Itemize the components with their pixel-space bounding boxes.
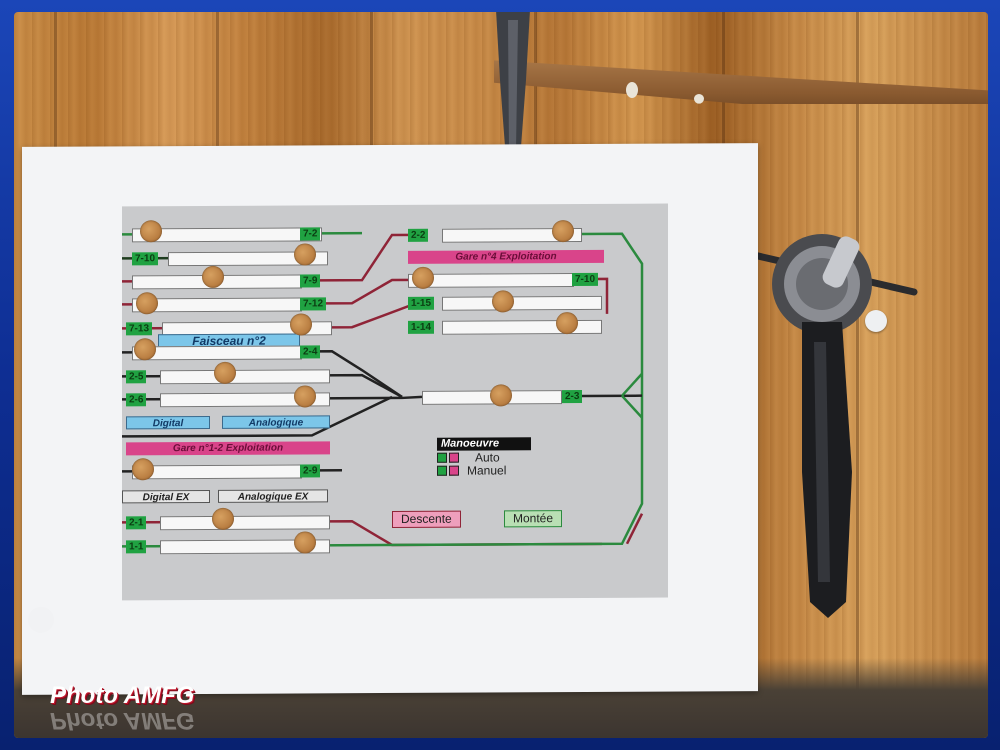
track-label: 7-10 — [132, 252, 159, 266]
drilled-hole — [212, 507, 234, 530]
drilled-hole — [132, 458, 154, 481]
auto-row: Auto — [437, 449, 531, 465]
drilled-hole — [202, 265, 224, 288]
watermark-reflection: Photo AMFG — [50, 707, 195, 734]
analogique-ex-label: Analogique EX — [218, 489, 328, 503]
track-segment — [132, 464, 302, 480]
track-label: 1-14 — [408, 320, 435, 334]
montee-button: Montée — [504, 510, 563, 528]
drilled-hole — [136, 292, 158, 315]
track-label: 7-12 — [300, 297, 327, 311]
track-label: 7-9 — [300, 274, 321, 288]
gare-exploitation-banner: Gare n°4 Exploitation — [408, 249, 604, 264]
track-label: 1-15 — [408, 296, 435, 310]
track-label: 2-4 — [300, 345, 321, 359]
track-label: 7-13 — [126, 322, 153, 336]
drilled-hole — [490, 384, 512, 407]
green-square-icon — [437, 452, 447, 463]
drilled-hole — [492, 290, 514, 313]
gare-exploitation-banner: Gare n°1-2 Exploitation — [126, 441, 330, 456]
drilled-hole — [140, 220, 162, 243]
drilled-hole — [412, 266, 434, 289]
track-label: 2-9 — [300, 464, 321, 478]
control-panel-print: 7-2 7-10 7-9 7-12 7-13 Faisceau n°2 2-4 … — [122, 203, 668, 601]
drilled-hole — [294, 385, 316, 408]
manoeuvre-legend: Manoeuvre Auto Manuel — [437, 437, 531, 478]
paper-sheet: 7-2 7-10 7-9 7-12 7-13 Faisceau n°2 2-4 … — [22, 143, 758, 695]
pink-square-icon — [449, 452, 459, 463]
track-segment — [442, 319, 602, 335]
drilled-hole — [214, 361, 236, 384]
track-label: 2-5 — [126, 370, 147, 384]
track-label: 2-2 — [408, 228, 429, 242]
analogique-label: Analogique — [222, 415, 330, 429]
digital-ex-label: Digital EX — [122, 489, 210, 504]
washer — [28, 606, 54, 633]
drilled-hole — [294, 531, 316, 554]
manuel-label: Manuel — [467, 462, 507, 478]
green-arrow-icon — [437, 465, 447, 476]
manoeuvre-title: Manoeuvre — [437, 437, 531, 451]
drilled-hole — [290, 313, 312, 336]
pink-arrow-icon — [449, 465, 459, 476]
descente-button: Descente — [392, 510, 461, 528]
track-segment — [160, 369, 330, 385]
digital-label: Digital — [126, 415, 210, 430]
hammer-handle — [494, 60, 988, 104]
track-label: 2-1 — [126, 516, 147, 530]
drilled-hole — [556, 312, 578, 335]
watermark: Photo AMFG — [50, 682, 195, 709]
manuel-row: Manuel — [437, 462, 531, 478]
track-label: 7-10 — [572, 272, 599, 287]
track-label: 7-2 — [300, 227, 321, 241]
track-label: 2-6 — [126, 393, 147, 407]
drilled-hole — [294, 243, 316, 266]
track-segment — [132, 345, 302, 361]
wood-seam — [856, 12, 859, 692]
photo: 7-2 7-10 7-9 7-12 7-13 Faisceau n°2 2-4 … — [14, 12, 988, 738]
auto-label: Auto — [475, 449, 500, 465]
socket-wrench — [702, 234, 918, 618]
track-segment — [442, 295, 602, 311]
track-segment — [160, 515, 330, 531]
washer — [865, 310, 887, 332]
drilled-hole — [552, 220, 574, 243]
track-label: 1-1 — [126, 540, 147, 554]
drilled-hole — [134, 338, 156, 361]
track-label: 2-3 — [562, 389, 583, 404]
